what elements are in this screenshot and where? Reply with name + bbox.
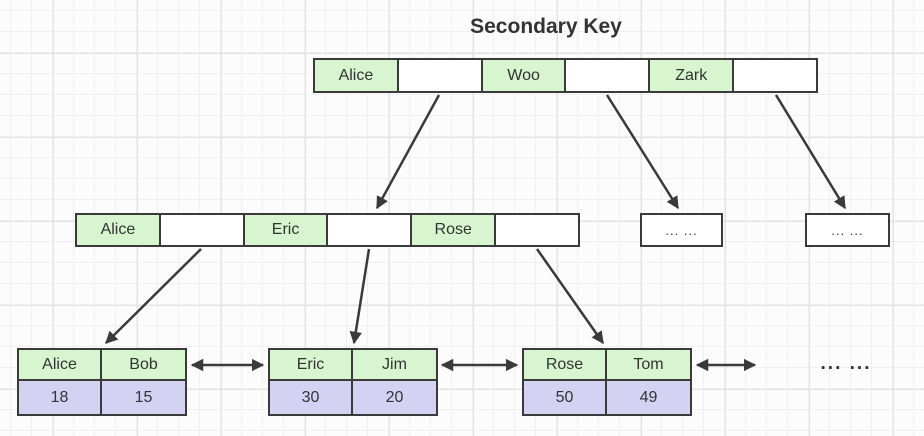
leaf-node: Rose Tom 50 49 bbox=[522, 348, 692, 416]
root-key-cell: Alice bbox=[315, 60, 399, 91]
internal-key-cell: Eric bbox=[244, 215, 329, 245]
internal-key-cell: Rose bbox=[412, 215, 497, 245]
leaf-value-cell: 49 bbox=[607, 381, 690, 414]
leaf-key-cell: Rose bbox=[524, 350, 607, 381]
leaf-ellipsis-text: ... ... bbox=[820, 353, 872, 374]
internal-key-cell: Alice bbox=[77, 215, 161, 245]
root-pointer-cell bbox=[734, 60, 816, 91]
arrow-internal-to-leaf-2 bbox=[349, 248, 371, 345]
internal-ellipsis-node: ... ... bbox=[640, 213, 723, 247]
leaf-key-cell: Bob bbox=[102, 350, 185, 381]
root-key-cell: Woo bbox=[482, 60, 567, 91]
arrow-root-to-ellipsis-2 bbox=[774, 94, 847, 210]
arrow-internal-to-leaf-1 bbox=[105, 248, 202, 344]
leaf-value-cell: 15 bbox=[102, 381, 185, 414]
arrow-root-to-internal bbox=[375, 94, 441, 210]
leaf-key-cell: Jim bbox=[353, 350, 436, 381]
leaf-node: Alice Bob 18 15 bbox=[17, 348, 187, 416]
root-key-cell: Zark bbox=[650, 60, 735, 91]
root-pointer-cell bbox=[566, 60, 651, 91]
leaf-key-cell: Eric bbox=[270, 350, 353, 381]
leaf-key-cell: Tom bbox=[607, 350, 690, 381]
leaf-value-cell: 30 bbox=[270, 381, 353, 414]
leaf-value-cell: 18 bbox=[19, 381, 102, 414]
diagram-title: Secondary Key bbox=[470, 15, 622, 38]
leaf-value-cell: 50 bbox=[524, 381, 607, 414]
leaf-node: Eric Jim 30 20 bbox=[268, 348, 438, 416]
internal-pointer-cell bbox=[160, 215, 245, 245]
internal-ellipsis-node: ... ... bbox=[805, 213, 890, 247]
internal-pointer-cell bbox=[328, 215, 413, 245]
arrow-root-to-ellipsis-1 bbox=[605, 94, 680, 210]
arrow-internal-to-leaf-3 bbox=[535, 248, 605, 345]
btree-root-node: Alice Woo Zark bbox=[313, 58, 818, 93]
leaf-value-cell: 20 bbox=[353, 381, 436, 414]
root-pointer-cell bbox=[398, 60, 483, 91]
btree-internal-node: Alice Eric Rose bbox=[75, 213, 580, 247]
internal-pointer-cell bbox=[496, 215, 578, 245]
leaf-key-cell: Alice bbox=[19, 350, 102, 381]
